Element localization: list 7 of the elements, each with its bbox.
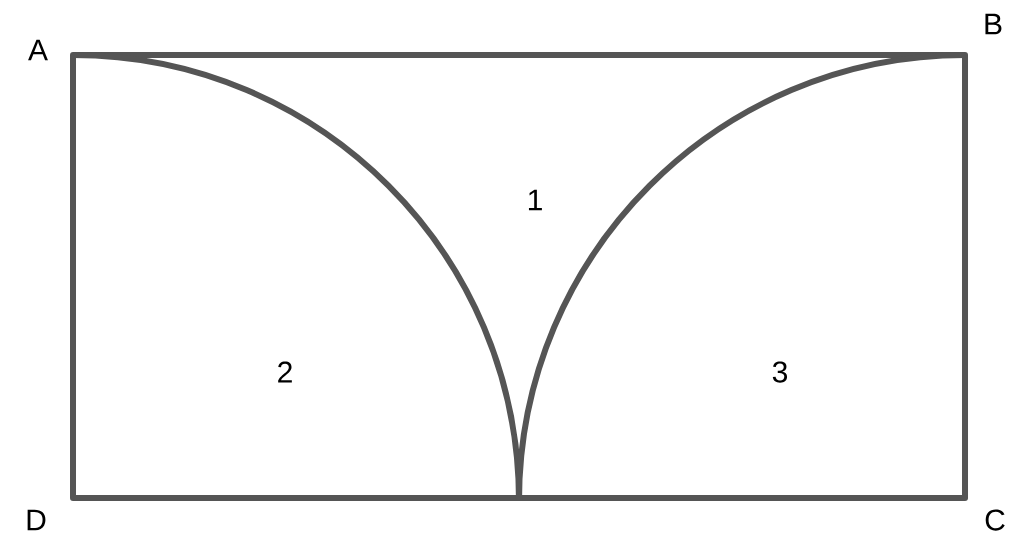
vertex-label: B bbox=[985, 13, 1002, 35]
vertex-label: D bbox=[27, 509, 46, 531]
vertex-label: A bbox=[28, 39, 48, 61]
region-label: 1 bbox=[528, 189, 542, 211]
region-label: 3 bbox=[772, 361, 788, 383]
region-label: 2 bbox=[278, 361, 292, 383]
vertex-label: C bbox=[985, 509, 1005, 531]
